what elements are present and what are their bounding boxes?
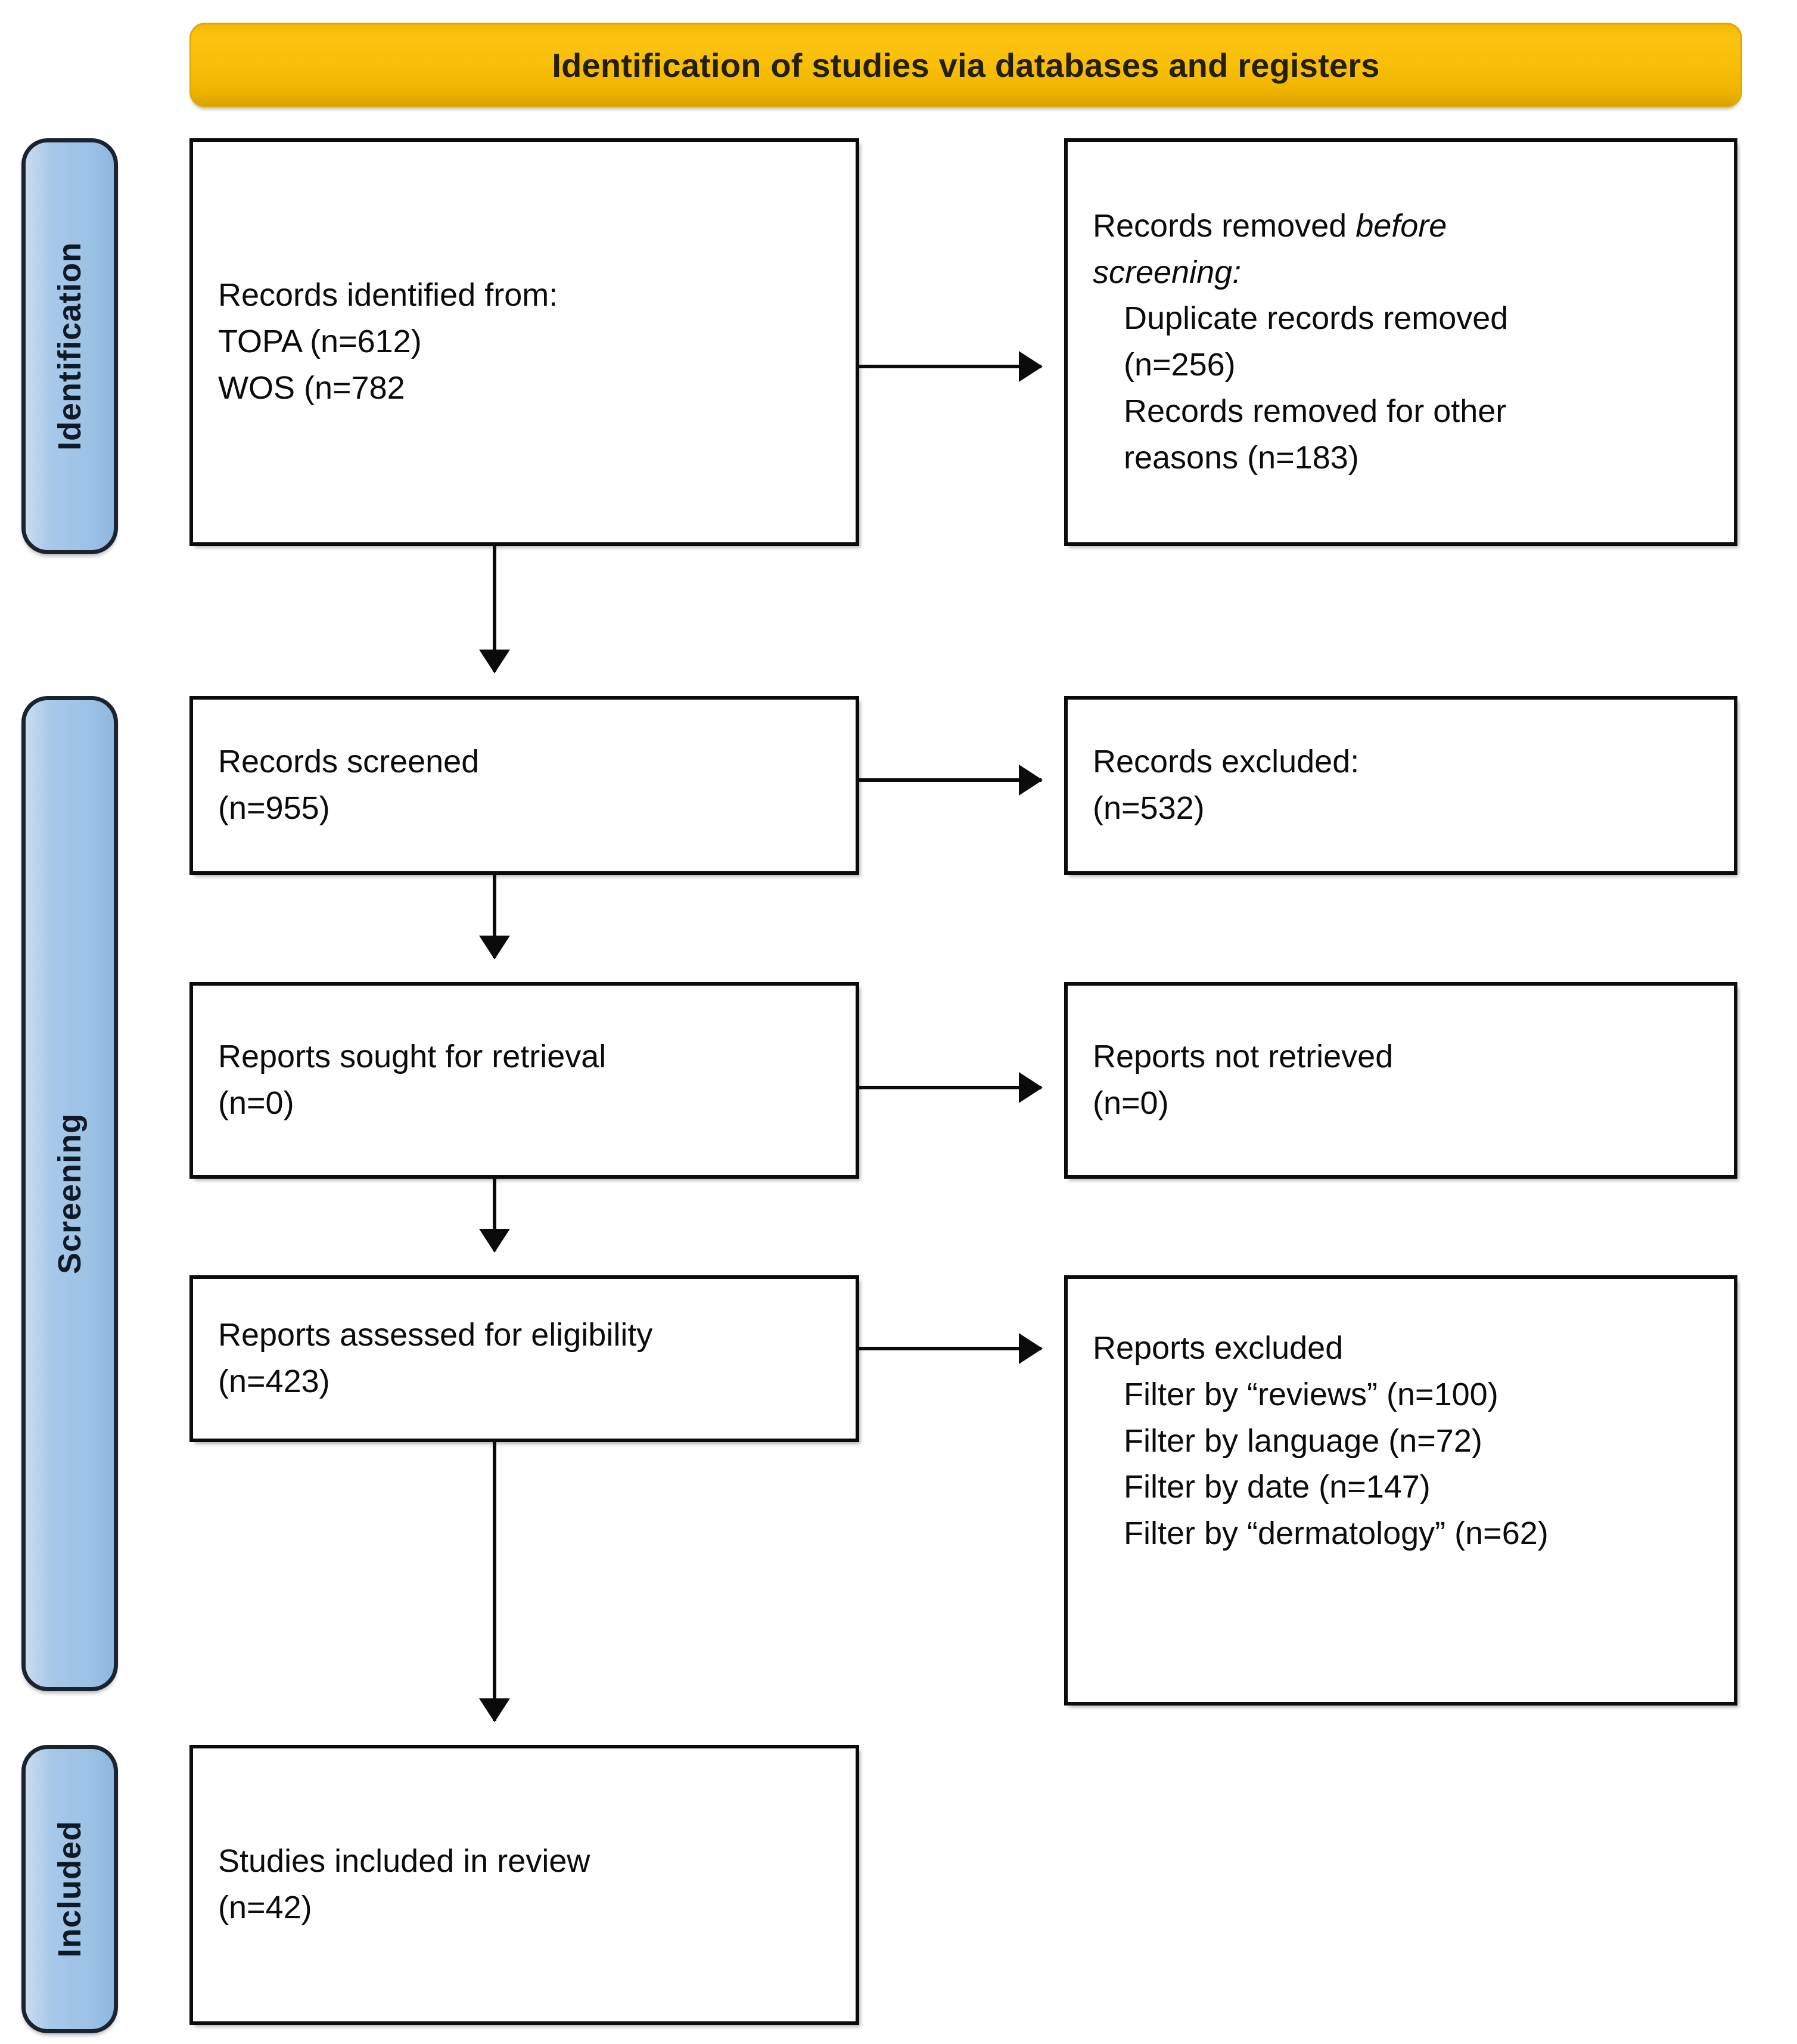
reports-assessed-count: (n=423) [218, 1363, 330, 1399]
records-screened-count: (n=955) [218, 790, 330, 826]
arrow-assessed-to-included [493, 1442, 496, 1721]
records-removed-other-reasons-label: Records removed for other [1124, 393, 1507, 429]
reports-assessed-heading: Reports assessed for eligibility [218, 1317, 653, 1353]
reports-sought-heading: Reports sought for retrieval [218, 1039, 607, 1075]
arrow-identified-to-screened [493, 546, 496, 672]
box-records-identified: Records identified from: TOPA (n=612) WO… [189, 138, 859, 546]
records-excluded-heading: Records excluded: [1093, 744, 1360, 780]
reports-excluded-filter-reviews: Filter by “reviews” (n=100) [1124, 1376, 1498, 1412]
stage-label-included: Included [21, 1745, 118, 2033]
records-identified-topa: TOPA (n=612) [218, 324, 422, 360]
records-removed-heading-line1: Records removed before [1093, 203, 1709, 250]
reports-not-retrieved-heading: Reports not retrieved [1093, 1039, 1394, 1075]
box-reports-not-retrieved: Reports not retrieved (n=0) [1064, 982, 1737, 1179]
reports-excluded-filter-date: Filter by date (n=147) [1124, 1469, 1431, 1505]
reports-excluded-heading: Reports excluded [1093, 1330, 1344, 1366]
stage-label-identification: Identification [21, 138, 118, 554]
box-reports-sought-for-retrieval: Reports sought for retrieval (n=0) [189, 982, 859, 1179]
stage-label-identification-text: Identification [52, 242, 88, 451]
records-removed-heading-plain: Records removed [1093, 207, 1356, 244]
diagram-header-banner: Identification of studies via databases … [189, 23, 1742, 107]
reports-sought-count: (n=0) [218, 1085, 294, 1121]
records-excluded-count: (n=532) [1093, 790, 1205, 826]
arrow-identified-to-removed-before [859, 365, 1041, 368]
studies-included-count: (n=42) [218, 1890, 312, 1925]
records-removed-heading-italic-before: before [1355, 207, 1447, 244]
box-records-screened: Records screened (n=955) [189, 696, 859, 875]
reports-excluded-filter-language: Filter by language (n=72) [1124, 1422, 1482, 1459]
duplicate-records-removed-count: (n=256) [1124, 347, 1236, 383]
diagram-title: Identification of studies via databases … [552, 46, 1380, 84]
box-records-excluded: Records excluded: (n=532) [1064, 696, 1737, 875]
box-reports-excluded: Reports excluded Filter by “reviews” (n=… [1064, 1275, 1737, 1706]
arrow-assessed-to-reports-excluded [859, 1347, 1041, 1350]
arrow-sought-to-assessed [493, 1179, 496, 1251]
reports-excluded-filter-dermatology: Filter by “dermatology” (n=62) [1124, 1515, 1549, 1551]
stage-label-included-text: Included [52, 1820, 88, 1958]
records-removed-other-reasons-count: reasons (n=183) [1124, 439, 1359, 476]
arrow-screened-to-sought [493, 875, 496, 958]
box-reports-assessed-for-eligibility: Reports assessed for eligibility (n=423) [189, 1275, 859, 1442]
records-screened-heading: Records screened [218, 744, 480, 780]
duplicate-records-removed-label: Duplicate records removed [1124, 300, 1509, 337]
records-removed-heading-italic-screening: screening: [1093, 254, 1242, 290]
records-identified-wos: WOS (n=782 [218, 369, 405, 406]
stage-label-screening-text: Screening [52, 1113, 88, 1275]
arrow-sought-to-not-retrieved [859, 1086, 1041, 1089]
stage-label-screening: Screening [21, 696, 118, 1691]
reports-not-retrieved-count: (n=0) [1093, 1085, 1169, 1121]
box-records-removed-before-screening: Records removed before screening: Duplic… [1064, 138, 1737, 546]
studies-included-heading: Studies included in review [218, 1843, 590, 1880]
arrow-screened-to-records-excluded [859, 778, 1041, 782]
records-identified-heading: Records identified from: [218, 277, 558, 313]
box-studies-included-in-review: Studies included in review (n=42) [189, 1745, 859, 2025]
